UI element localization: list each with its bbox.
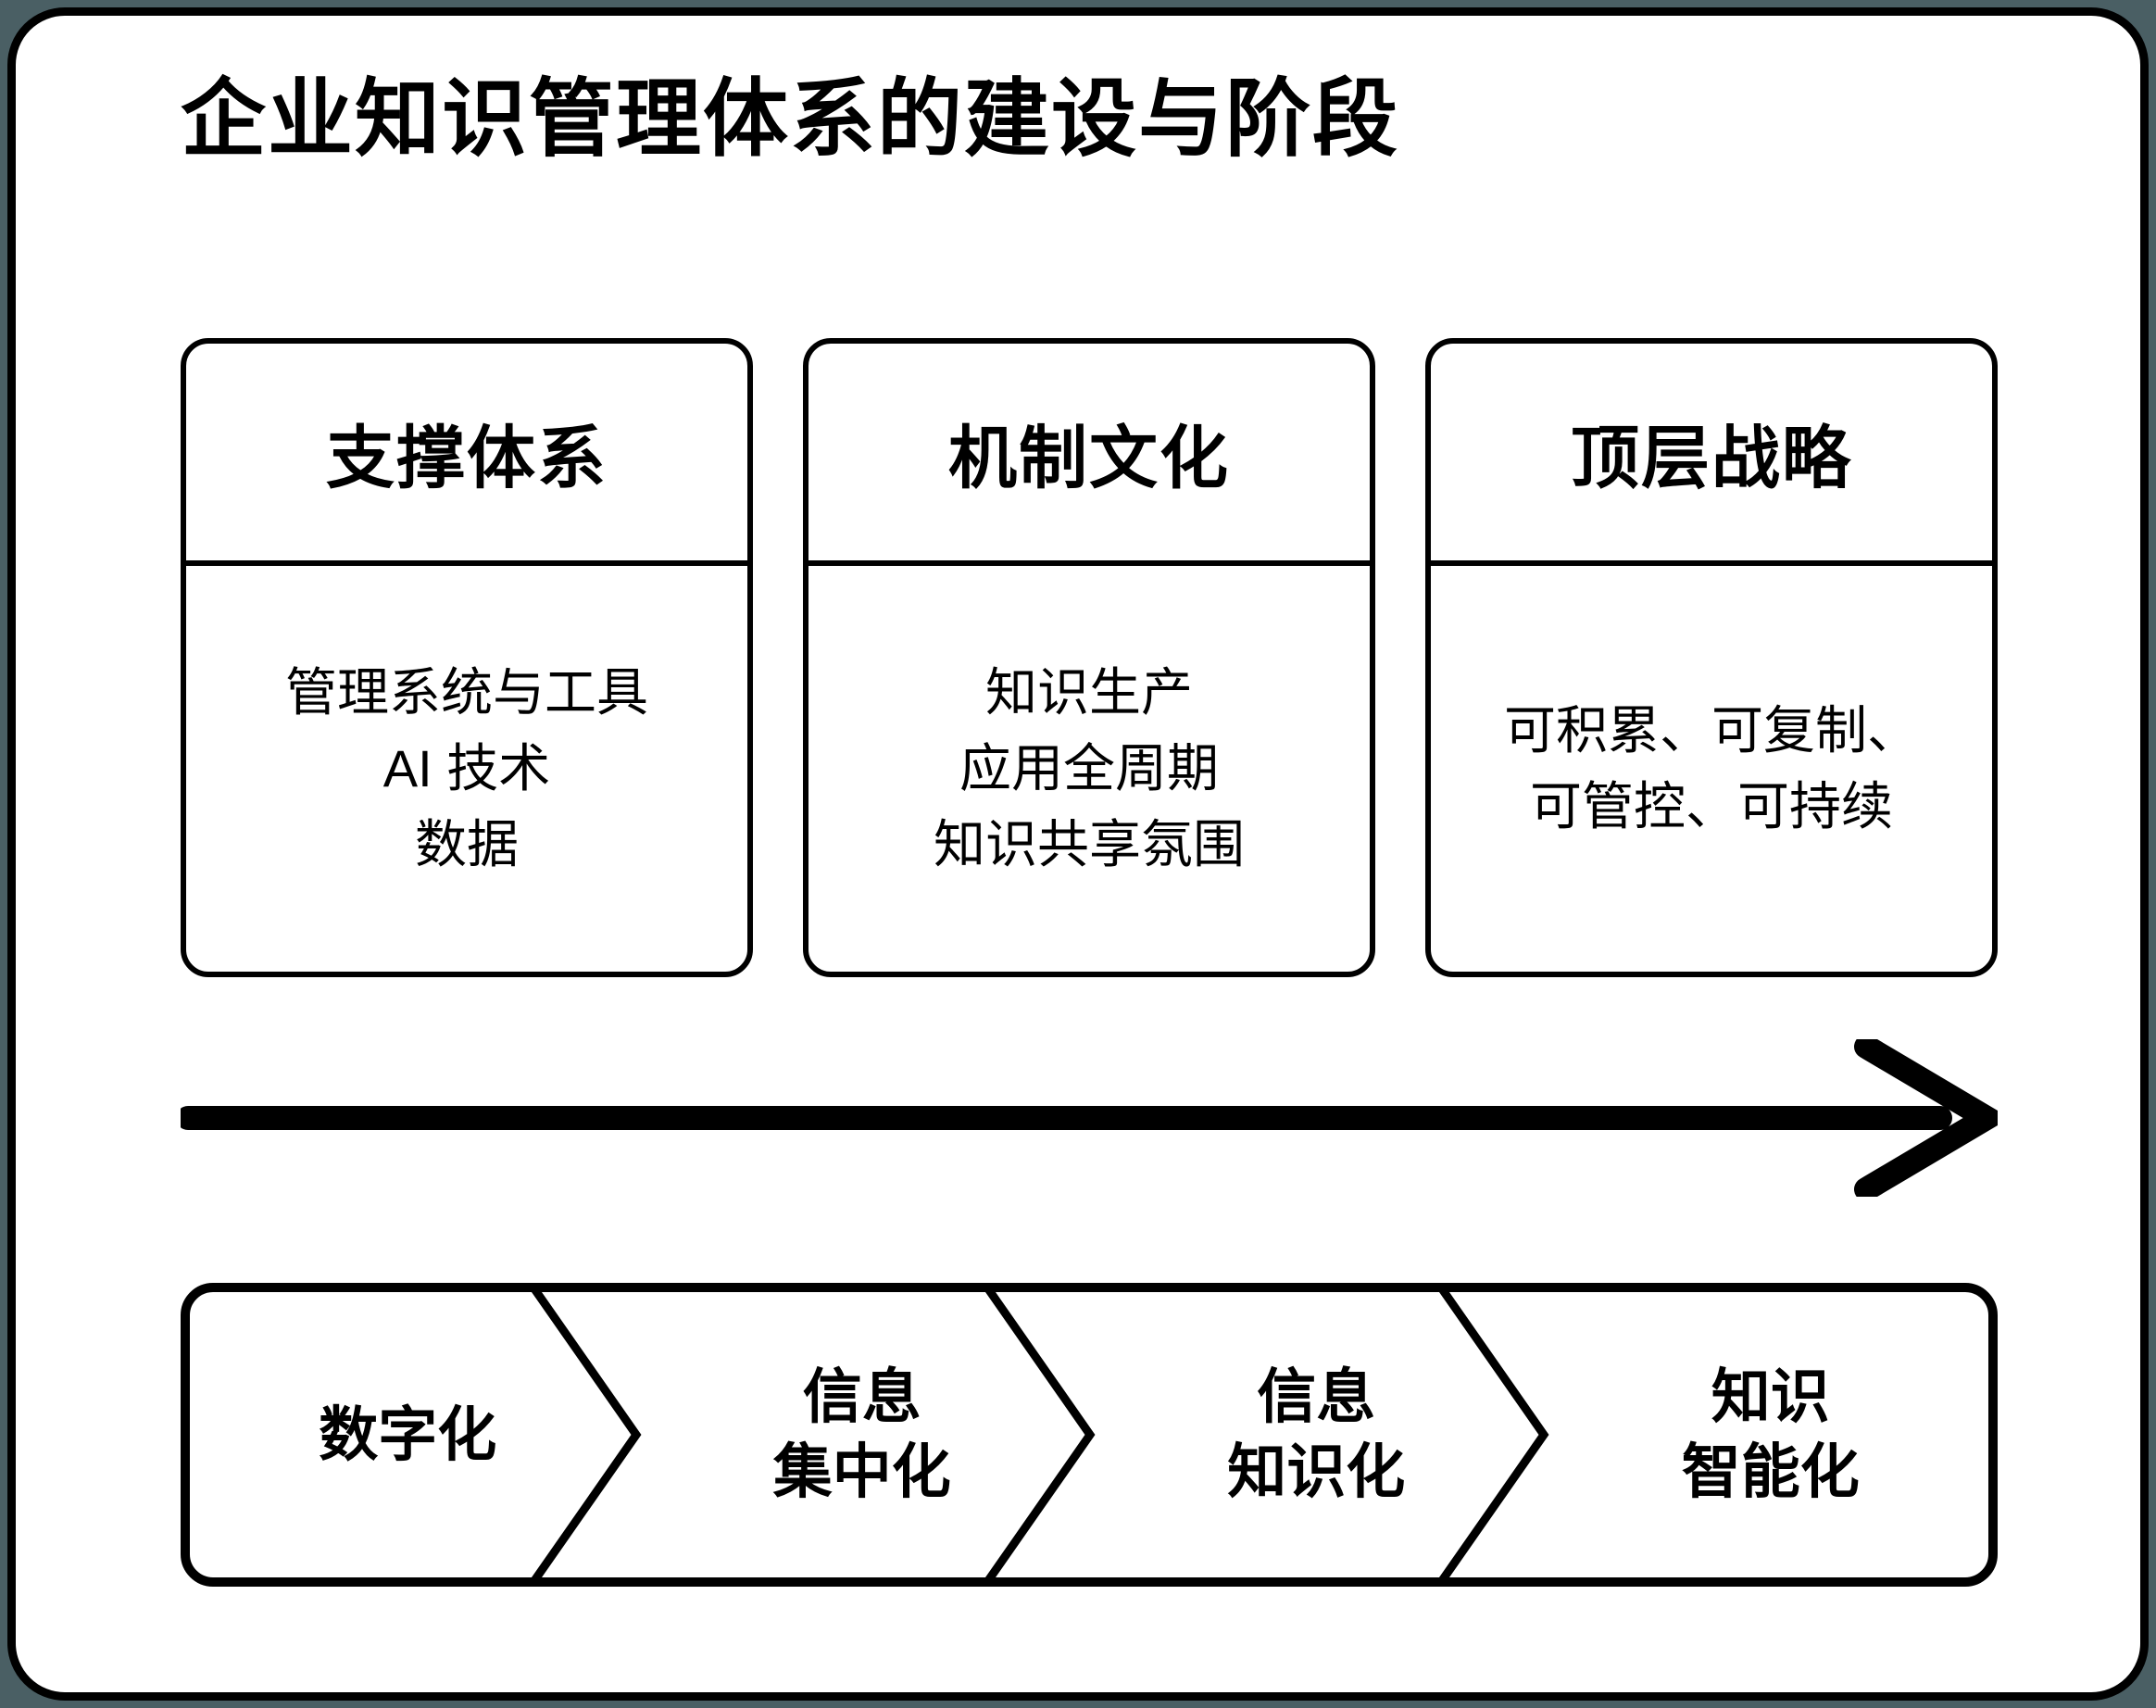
- pillar-card-top-strategy: 顶层战略 可积累、可复制、 可管控、可持续: [1425, 338, 1998, 977]
- stage-label: 信息: [1257, 1363, 1376, 1431]
- pillar-card-header: 顶层战略: [1431, 344, 1992, 566]
- stage-item-digitization: 数字化: [181, 1283, 635, 1587]
- pillar-card-mechanism-culture: 机制文化 知识生产 应用全周期 知识共享氛围: [803, 338, 1375, 977]
- pillar-card-header: 机制文化: [808, 344, 1370, 566]
- right-arrow-icon: [181, 1039, 1998, 1197]
- pillar-heading-top-strategy: 顶层战略: [1571, 419, 1852, 496]
- pillar-line: AI 技术: [382, 739, 551, 798]
- pillar-line: 知识共享氛围: [934, 814, 1245, 873]
- pillar-line: 可积累、可复制、: [1504, 701, 1919, 760]
- page-title: 企业知识管理体系的建设与阶段: [181, 72, 1400, 167]
- progress-arrow: [181, 1039, 1998, 1197]
- pillar-line: 应用全周期: [959, 739, 1219, 798]
- stage-label: 集中化: [772, 1438, 951, 1505]
- pillar-card-body: 管理系统与工具 AI 技术 数据: [186, 566, 747, 972]
- stage-item-information-centralization: 信息 集中化: [635, 1283, 1090, 1587]
- stage-item-information-knowledgization: 信息 知识化: [1089, 1283, 1544, 1587]
- pillar-line: 可管控、可持续: [1530, 777, 1893, 835]
- stage-bar-outline: [181, 1283, 1998, 1587]
- pillar-line: 管理系统与工具: [285, 663, 648, 722]
- stage-label: 知识: [1711, 1363, 1830, 1431]
- stage-label: 智能化: [1681, 1438, 1860, 1505]
- pillar-card-body: 知识生产 应用全周期 知识共享氛围: [808, 566, 1370, 972]
- pillar-card-body: 可积累、可复制、 可管控、可持续: [1431, 566, 1992, 972]
- pillar-card-header: 支撑体系: [186, 344, 747, 566]
- pillar-heading-support: 支撑体系: [326, 419, 608, 496]
- pillar-line: 知识生产: [985, 663, 1193, 722]
- pillar-card-support: 支撑体系 管理系统与工具 AI 技术 数据: [181, 338, 753, 977]
- stage-label: 知识化: [1227, 1438, 1406, 1505]
- stage-divider-chevron-3: [1437, 1285, 1549, 1585]
- stage-label: 信息: [802, 1363, 921, 1431]
- pillar-line: 数据: [415, 814, 519, 873]
- stage-divider-chevron-1: [530, 1285, 642, 1585]
- stage-chevron-bar: 数字化 信息 集中化 信息 知识化 知识 智能化: [181, 1283, 1998, 1587]
- stage-label: 数字化: [319, 1400, 497, 1468]
- pillar-card-row: 支撑体系 管理系统与工具 AI 技术 数据 机制文化 知识生产 应用全周期 知识…: [181, 338, 1998, 977]
- stage-label-row: 数字化 信息 集中化 信息 知识化 知识 智能化: [181, 1283, 1998, 1587]
- outer-frame: 企业知识管理体系的建设与阶段 支撑体系 管理系统与工具 AI 技术 数据 机制文…: [7, 7, 2149, 1701]
- stage-item-knowledge-intelligentization: 知识 智能化: [1544, 1283, 1999, 1587]
- stage-divider-chevron-2: [984, 1285, 1096, 1585]
- pillar-heading-mechanism-culture: 机制文化: [948, 419, 1230, 496]
